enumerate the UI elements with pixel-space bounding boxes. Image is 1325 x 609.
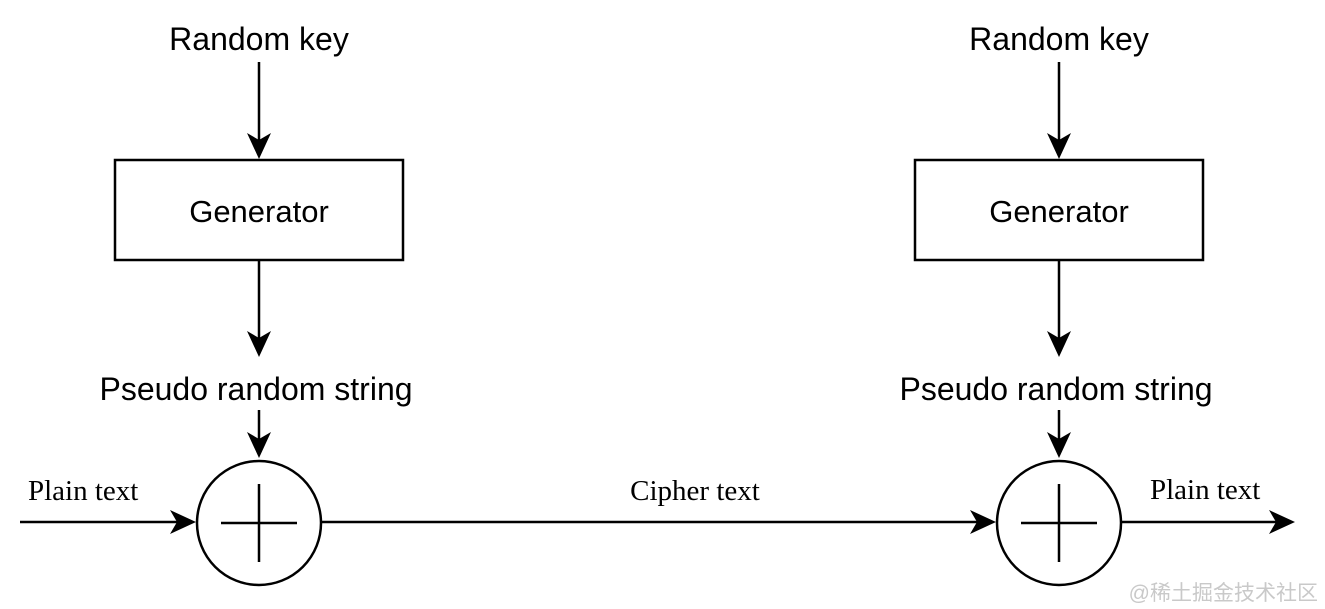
watermark: @稀土掘金技术社区 [1129, 582, 1318, 605]
arrowhead-right-icon [970, 510, 996, 534]
random-key-label-right: Random key [969, 21, 1149, 57]
generator-box-right [913, 158, 1205, 262]
random-key-label-left: Random key [169, 21, 349, 57]
arrowhead-down-icon [247, 432, 271, 458]
generator-label-left: Generator [189, 194, 329, 229]
cipher-text-label: Cipher text [630, 475, 760, 507]
generator-box-left [113, 158, 405, 262]
arrowhead-right-icon [1269, 510, 1295, 534]
arrowhead-down-icon [247, 331, 271, 357]
generator-label-right: Generator [989, 194, 1129, 229]
plain-text-label-right: Plain text [1150, 474, 1260, 506]
arrowhead-down-icon [1047, 133, 1071, 159]
arrowhead-down-icon [1047, 432, 1071, 458]
arrowhead-down-icon [247, 133, 271, 159]
pseudo-random-string-label-right: Pseudo random string [899, 371, 1212, 407]
arrowhead-down-icon [1047, 331, 1071, 357]
plain-text-label-left: Plain text [28, 475, 138, 507]
pseudo-random-string-label-left: Pseudo random string [99, 371, 412, 407]
arrowhead-right-icon [170, 510, 196, 534]
